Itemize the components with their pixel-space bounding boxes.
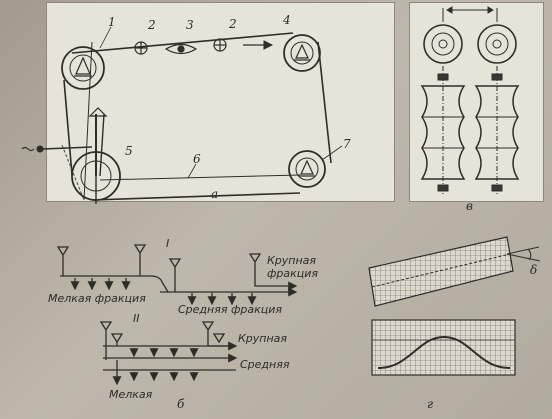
label-4: 4 <box>282 13 291 27</box>
caption-g: г <box>427 397 433 411</box>
label-1: 1 <box>108 15 116 29</box>
feed-input <box>21 145 93 153</box>
label-2b: 2 <box>228 17 237 31</box>
label-coarse-lower: Крупная <box>238 332 287 345</box>
roman-label-1: I <box>166 237 169 250</box>
panel-v-rollers <box>409 2 544 202</box>
label-2a: 2 <box>147 18 156 32</box>
roman-label-2: II <box>133 312 140 325</box>
guide-roller-2-right <box>213 38 227 52</box>
label-6: 6 <box>193 152 201 166</box>
pulley-1 <box>61 46 105 90</box>
label-3: 3 <box>186 18 194 32</box>
roller-left <box>420 24 466 196</box>
roller-right <box>474 24 520 196</box>
label-middle-fraction: Средняя фракция <box>178 303 282 316</box>
inclined-screen <box>368 236 541 307</box>
lens-unit-3 <box>164 43 198 55</box>
profile-screen <box>371 319 516 376</box>
panel-a-belt-separator <box>46 2 395 202</box>
label-fine-fraction: Мелкая фракция <box>48 292 146 305</box>
guide-roller-2-left <box>134 41 148 55</box>
belt-lower-line <box>99 174 301 181</box>
caption-v: в <box>466 199 473 213</box>
angle-label: δ <box>530 263 537 277</box>
belt-direction-arrow <box>243 40 274 50</box>
belt-loop <box>63 32 332 201</box>
label-middle-lower: Средняя <box>240 358 290 371</box>
label-fine-lower: Мелкая <box>109 388 153 401</box>
caption-b: б <box>177 397 185 411</box>
belt-inner-line <box>83 41 93 201</box>
pulley-4 <box>283 34 321 72</box>
caption-a: а <box>211 187 218 201</box>
label-coarse-1: Крупная <box>267 254 316 267</box>
pulley-7 <box>288 150 326 188</box>
label-7: 7 <box>343 137 351 151</box>
pulley-5-drive <box>71 107 121 204</box>
label-coarse-2: фракция <box>267 267 318 280</box>
label-5: 5 <box>125 144 133 158</box>
